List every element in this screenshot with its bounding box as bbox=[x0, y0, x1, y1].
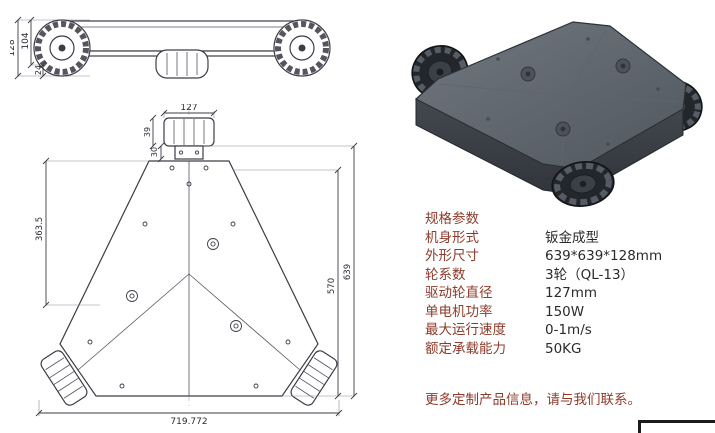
chassis-plate bbox=[59, 160, 319, 397]
robot-3d-render bbox=[411, 21, 703, 207]
spec-value: 150W bbox=[545, 303, 585, 320]
dim-label-719-772: 719.772 bbox=[170, 417, 207, 427]
title-block-corner bbox=[638, 420, 715, 433]
spec-row-wheel-count: 轮系数 3轮（QL-13） bbox=[425, 266, 710, 285]
spec-label: 额定承载能力 bbox=[425, 340, 506, 357]
spec-value: 50KG bbox=[545, 340, 582, 357]
spec-value: 钣金成型 bbox=[545, 229, 599, 246]
dimension-570: 570 bbox=[327, 166, 342, 400]
dim-label-30: 30 bbox=[150, 147, 159, 157]
spec-row-motor-power: 单电机功率 150W bbox=[425, 303, 710, 322]
chassis-top-face bbox=[414, 21, 687, 170]
robot-body-profile bbox=[55, 20, 309, 57]
spec-label: 机身形式 bbox=[425, 229, 479, 246]
omni-wheel-center-profile bbox=[155, 49, 209, 79]
spec-label: 轮系数 bbox=[425, 266, 466, 283]
dim-label-127: 127 bbox=[180, 104, 197, 113]
omni-wheel-bottom-right bbox=[290, 350, 338, 406]
dimension-24: 24 bbox=[34, 61, 47, 80]
dimension-639: 639 bbox=[343, 142, 358, 400]
spec-row-body-form: 机身形式 钣金成型 bbox=[425, 229, 710, 248]
omni-wheel-bottom-left bbox=[40, 350, 88, 406]
dim-label-24: 24 bbox=[34, 65, 43, 75]
top-view-drawing: 127 39 30 363.5 570 bbox=[35, 104, 358, 427]
omni-wheel-left bbox=[33, 19, 91, 77]
spec-value: 639*639*128mm bbox=[545, 248, 663, 264]
contact-note: 更多定制产品信息，请与我们联系。 bbox=[425, 392, 641, 408]
omni-wheel-top bbox=[163, 117, 215, 160]
dimension-127: 127 bbox=[160, 104, 218, 117]
spec-row-dimensions: 外形尺寸 639*639*128mm bbox=[425, 247, 710, 266]
spec-row-load-capacity: 额定承载能力 50KG bbox=[425, 340, 710, 359]
spec-row-max-speed: 最大运行速度 0-1m/s bbox=[425, 321, 710, 340]
mounting-holes bbox=[87, 165, 291, 389]
dimension-39: 39 bbox=[143, 114, 157, 150]
spec-value: 3轮（QL-13） bbox=[545, 266, 635, 283]
spec-value: 127mm bbox=[545, 285, 598, 301]
chassis-hub-caps bbox=[486, 37, 660, 146]
omni-wheel-right bbox=[273, 19, 331, 77]
spec-value: 0-1m/s bbox=[545, 322, 592, 338]
spec-label: 驱动轮直径 bbox=[425, 285, 493, 301]
dimension-719-772: 719.772 bbox=[35, 409, 343, 427]
dim-label-363-5: 363.5 bbox=[35, 217, 45, 241]
side-view-drawing: 128 104 24 bbox=[10, 16, 331, 80]
spec-label: 外形尺寸 bbox=[425, 248, 479, 264]
dim-label-570: 570 bbox=[327, 278, 337, 294]
dim-label-639: 639 bbox=[343, 264, 353, 280]
spec-row-wheel-diameter: 驱动轮直径 127mm bbox=[425, 284, 710, 303]
spec-label: 最大运行速度 bbox=[425, 322, 506, 338]
dimension-128: 128 bbox=[10, 16, 22, 80]
spec-label: 单电机功率 bbox=[425, 303, 493, 320]
render-wheel-front bbox=[551, 161, 615, 207]
dim-label-39: 39 bbox=[143, 127, 152, 137]
dimension-104: 104 bbox=[21, 16, 35, 69]
dimension-363-5: 363.5 bbox=[35, 157, 50, 309]
dim-label-104: 104 bbox=[21, 32, 31, 49]
spec-table: 规格参数 机身形式 钣金成型 外形尺寸 639*639*128mm 轮系数 3轮… bbox=[425, 210, 710, 358]
dim-label-128: 128 bbox=[10, 39, 17, 56]
spec-table-title: 规格参数 bbox=[425, 211, 479, 227]
dimension-30: 30 bbox=[150, 142, 165, 163]
